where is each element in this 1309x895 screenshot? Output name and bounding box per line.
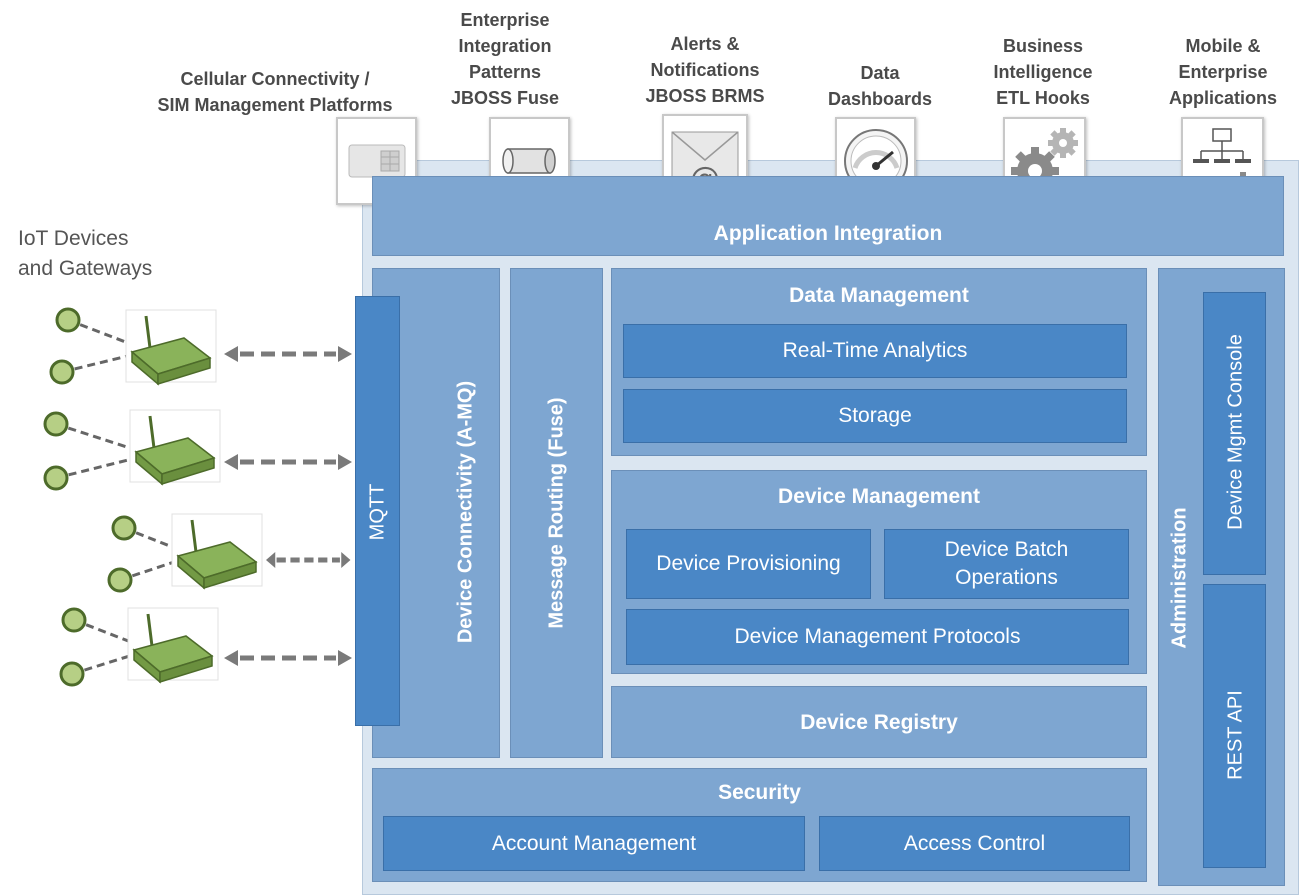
iot-gateway-4 <box>59 606 352 687</box>
label-data-dashboards: Data Dashboards <box>827 63 933 109</box>
device-batch-operations-box: Device Batch Operations <box>884 529 1129 599</box>
mqtt-bar <box>355 296 400 726</box>
iot-devices-diagram <box>43 307 360 687</box>
application-integration-bar: Application Integration <box>372 176 1284 256</box>
iot-gateway-2 <box>43 408 352 491</box>
device-provisioning-box: Device Provisioning <box>626 529 871 599</box>
data-management-title: Data Management <box>789 284 969 307</box>
application-integration-label: Application Integration <box>713 222 943 245</box>
administration-label: Administration <box>1168 507 1191 649</box>
iot-devices-label: IoT Devices and Gateways <box>18 227 153 280</box>
iot-gateway-3 <box>107 512 350 593</box>
device-connectivity-label: Device Connectivity (A-MQ) <box>454 380 477 644</box>
device-registry-label: Device Registry <box>800 711 958 734</box>
access-control-box: Access Control <box>819 816 1130 871</box>
security-title: Security <box>718 781 801 804</box>
storage-box: Storage <box>623 389 1127 443</box>
device-registry-panel: Device Registry <box>611 686 1147 758</box>
account-management-box: Account Management <box>383 816 805 871</box>
iot-gateway-1 <box>49 307 352 386</box>
label-mobile-enterprise: Mobile & Enterprise Applications <box>1168 36 1277 108</box>
label-alerts-notifications: Alerts & Notifications JBOSS BRMS <box>645 34 765 106</box>
mqtt-label: MQTT <box>366 483 389 541</box>
device-mgmt-console-box <box>1203 292 1266 575</box>
message-routing-column <box>510 268 603 758</box>
label-enterprise-integration: Enterprise Integration Patterns JBOSS Fu… <box>450 10 560 108</box>
label-business-intelligence: Business Intelligence ETL Hooks <box>993 36 1093 108</box>
label-cellular-connectivity: Cellular Connectivity / SIM Management P… <box>157 69 393 115</box>
device-mgmt-console-label: Device Mgmt Console <box>1224 334 1247 530</box>
device-management-protocols-box: Device Management Protocols <box>626 609 1129 665</box>
rest-api-box <box>1203 584 1266 868</box>
real-time-analytics-box: Real-Time Analytics <box>623 324 1127 378</box>
rest-api-label: REST API <box>1224 690 1247 780</box>
device-management-title: Device Management <box>778 485 980 508</box>
message-routing-label: Message Routing (Fuse) <box>545 397 568 629</box>
